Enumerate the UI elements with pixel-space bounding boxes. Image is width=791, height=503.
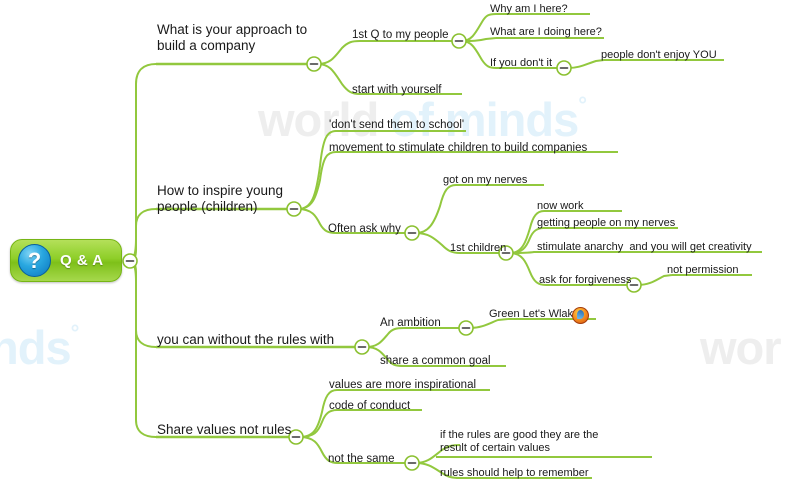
topic-share-values[interactable]: Share values not rules [157, 422, 292, 437]
topic-first-children[interactable]: 1st children [450, 242, 507, 254]
topic-what-doing[interactable]: What are I doing here? [490, 26, 602, 38]
topic-often-ask-why[interactable]: Often ask why [328, 223, 401, 235]
topic-values-inspirational[interactable]: values are more inspirational [329, 379, 477, 391]
topic-green-lets-wlak[interactable]: Green Let's Wlak [489, 308, 574, 320]
topic-dont-enjoy[interactable]: people don't enjoy YOU [601, 49, 717, 61]
topic-getting-people-nerves[interactable]: getting people on my nerves [537, 217, 676, 229]
firefox-icon [572, 307, 589, 324]
topic-stimulate-anarchy[interactable]: stimulate anarchy and you will get creat… [537, 241, 752, 253]
topic-now-work[interactable]: now work [537, 200, 584, 212]
question-mark-icon: ? [18, 244, 51, 277]
topic-dont-send-school[interactable]: 'don't send them to school' [329, 119, 465, 131]
root-node-label: Q & A [60, 252, 104, 269]
topic-rules-remember[interactable]: rules should help to remember [440, 467, 589, 479]
topic-ask-forgiveness[interactable]: ask for forgiveness [539, 274, 632, 286]
topic-rules-good[interactable]: if the rules are good they are the resul… [440, 429, 599, 455]
topic-movement[interactable]: movement to stimulate children to build … [329, 142, 588, 154]
topic-inspire-young[interactable]: How to inspire young people (children) [157, 183, 284, 215]
topic-if-you-dont[interactable]: If you don't it [490, 57, 553, 69]
topic-first-q[interactable]: 1st Q to my people [352, 29, 449, 41]
topic-got-nerves[interactable]: got on my nerves [443, 174, 528, 186]
topic-start-yourself[interactable]: start with yourself [352, 84, 442, 96]
root-node-qa[interactable]: ? Q & A [10, 239, 122, 282]
topic-code-of-conduct[interactable]: code of conduct [329, 400, 411, 412]
topic-not-the-same[interactable]: not the same [328, 453, 395, 465]
topic-not-permission[interactable]: not permission [667, 264, 739, 276]
topic-without-rules[interactable]: you can without the rules with [157, 332, 335, 347]
topic-an-ambition[interactable]: An ambition [380, 317, 441, 329]
topic-why-here[interactable]: Why am I here? [490, 3, 568, 15]
topic-approach[interactable]: What is your approach to build a company [157, 22, 308, 54]
topic-common-goal[interactable]: share a common goal [380, 355, 491, 367]
